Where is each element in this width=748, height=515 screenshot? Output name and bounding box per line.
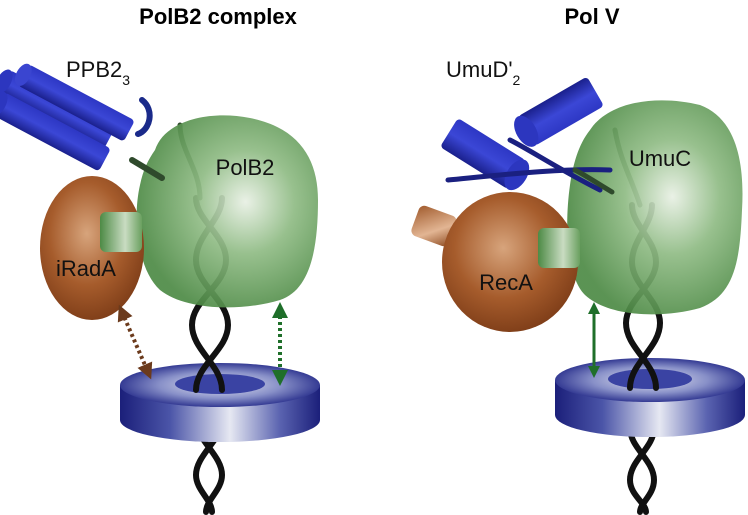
umud-label: UmuD'2 xyxy=(446,57,521,88)
dna-helix-right-lower xyxy=(626,425,658,515)
sliding-clamp-right xyxy=(555,358,745,437)
right-panel: Pol V UmuC RecA xyxy=(411,4,745,515)
umuc-label: UmuC xyxy=(629,146,691,171)
polb2-iradA-linker xyxy=(100,212,142,252)
dimer-helices-icon xyxy=(441,78,615,195)
recA-domain xyxy=(442,192,578,332)
umuc-domain xyxy=(567,100,743,315)
iradA-label: iRadA xyxy=(56,256,116,281)
ppb2-linker-to-polb2 xyxy=(129,157,165,181)
polb2-label: PolB2 xyxy=(216,155,275,180)
coiled-coil-trimer-icon xyxy=(0,63,134,171)
left-panel-title: PolB2 complex xyxy=(139,4,297,29)
recA-label: RecA xyxy=(479,270,533,295)
umuc-recA-linker xyxy=(538,228,580,268)
left-panel: PolB2 complex PolB2 iRadA xyxy=(0,4,320,515)
right-panel-title: Pol V xyxy=(564,4,619,29)
recA-peg xyxy=(411,205,457,247)
ppb2-label: PPB23 xyxy=(66,57,130,88)
iradA-clamp-arrow xyxy=(117,304,153,380)
polb2-domain xyxy=(136,115,318,308)
ppb2-tail xyxy=(135,97,153,137)
